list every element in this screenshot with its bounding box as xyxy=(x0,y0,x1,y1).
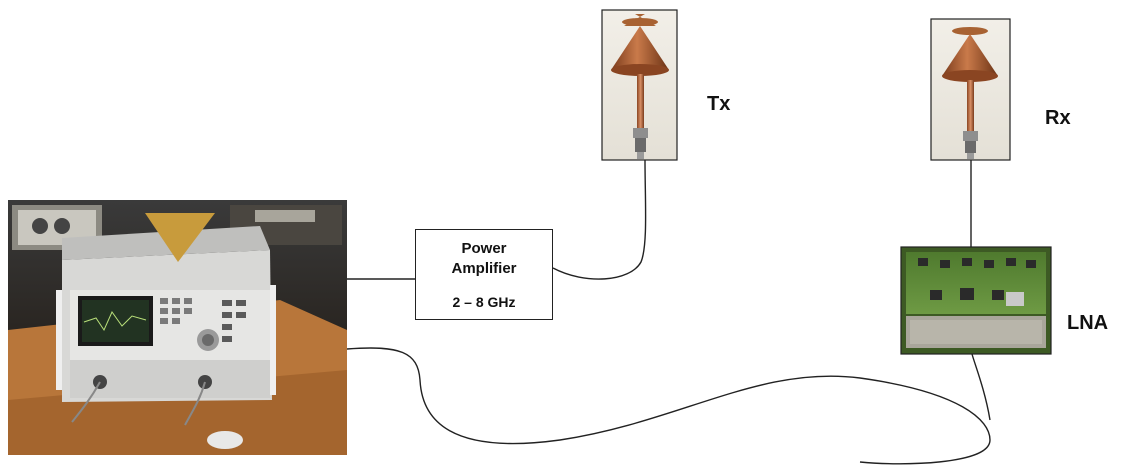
tx-label: Tx xyxy=(707,93,730,116)
power-amplifier-box: Power Amplifier 2 – 8 GHz xyxy=(415,229,553,320)
rx-label: Rx xyxy=(1045,107,1071,130)
power-amplifier-range: 2 – 8 GHz xyxy=(416,294,552,310)
wire-amplifier-to-tx xyxy=(553,160,646,279)
lna-board-photo xyxy=(901,247,1051,354)
tx-antenna-photo xyxy=(602,10,677,160)
wire-lna-to-vna xyxy=(347,348,990,464)
power-amplifier-title: Power Amplifier xyxy=(416,239,552,279)
rx-antenna-photo xyxy=(931,19,1010,160)
network-analyzer-photo xyxy=(8,200,347,455)
lna-label: LNA xyxy=(1067,312,1108,335)
